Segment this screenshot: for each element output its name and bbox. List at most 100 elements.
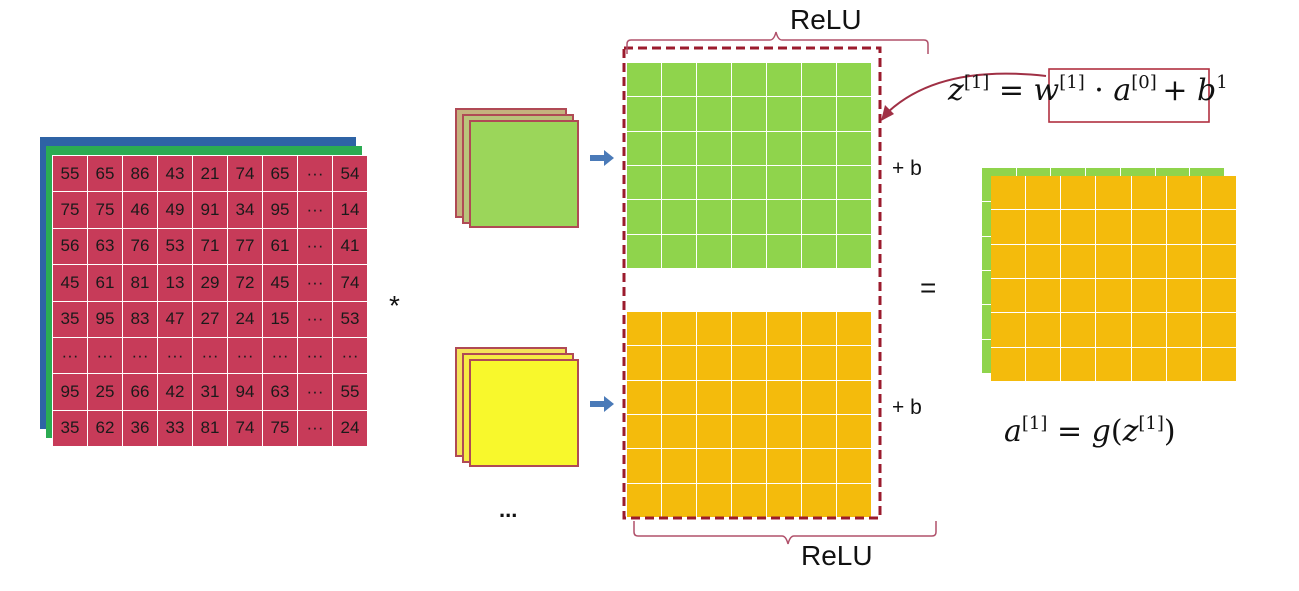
feature-map-cell [991, 244, 1027, 279]
feature-map-cell [991, 278, 1027, 314]
feature-map-cell [1026, 278, 1062, 314]
feature-map-cell [732, 63, 767, 98]
feature-map-cell [1061, 176, 1097, 211]
feature-map-cell [732, 346, 767, 381]
input-cell: ··· [227, 336, 263, 375]
feature-map-cell [767, 346, 802, 381]
feature-map-cell [802, 234, 837, 269]
feature-map-cell [1131, 210, 1167, 245]
filter-green-front [469, 120, 579, 228]
feature-map-cell [732, 97, 767, 132]
input-cell: 74 [332, 264, 368, 302]
feature-map-cell [1166, 313, 1202, 348]
feature-map-cell [662, 312, 697, 347]
input-cell: ··· [87, 336, 123, 375]
feature-map-cell [837, 234, 872, 269]
input-cell: 95 [52, 373, 88, 411]
input-cell: 74 [227, 154, 263, 193]
input-cell: 21 [192, 154, 228, 193]
input-cell: 45 [52, 264, 88, 302]
feature-map-cell [767, 414, 802, 450]
input-cell: 81 [192, 409, 228, 448]
feature-map-cell [837, 449, 872, 484]
eq-z-dot: · [1094, 73, 1104, 108]
input-cell: 94 [227, 373, 263, 411]
feature-map-cell [1166, 347, 1202, 382]
feature-map-cell [1061, 278, 1097, 314]
input-cell: 53 [332, 300, 368, 338]
bias-label-top: + b [892, 157, 922, 180]
feature-map-cell [1131, 313, 1167, 348]
feature-map-cell [732, 312, 767, 347]
feature-map-cell [767, 200, 802, 235]
equation-a: a[1] = g(z[1]) [1004, 413, 1176, 449]
input-cell: 15 [262, 300, 298, 338]
input-cell: 72 [227, 264, 263, 302]
feature-map-cell [837, 346, 872, 381]
input-cell: 81 [122, 264, 158, 302]
feature-map-cell [1026, 244, 1062, 279]
input-cell: ··· [297, 300, 333, 338]
feature-map-cell [697, 131, 732, 166]
input-cell: 42 [157, 373, 193, 411]
feature-map-cell [1026, 210, 1062, 245]
equals-sign: = [920, 272, 937, 303]
arrow-bottom-shaft [590, 401, 604, 407]
feature-map-cell [662, 63, 697, 98]
bias-label-bottom: + b [892, 396, 922, 419]
feature-map-cell [837, 63, 872, 98]
feature-map-cell [802, 414, 837, 450]
input-cell: ··· [297, 191, 333, 229]
feature-map-cell [662, 131, 697, 166]
feature-map-cell [1201, 347, 1237, 382]
weight-highlight-box [1048, 68, 1210, 123]
input-cell: 36 [122, 409, 158, 448]
eq-z-a: a [1113, 73, 1132, 108]
input-cell: 35 [52, 409, 88, 448]
relu-dashed-box [622, 46, 882, 520]
equation-z: z[1] = w[1] · a[0] + b1 [948, 72, 1228, 108]
feature-map-cell [1131, 244, 1167, 279]
input-cell: 24 [227, 300, 263, 338]
feature-map-cell [837, 483, 872, 518]
relu-bottom-brace [633, 521, 937, 545]
input-cell: 62 [87, 409, 123, 448]
feature-map-cell [662, 346, 697, 381]
relu-top-brace [626, 31, 929, 54]
feature-map-cell [837, 131, 872, 166]
feature-map-cell [802, 449, 837, 484]
feature-map-cell [1061, 347, 1097, 382]
input-cell: ··· [262, 336, 298, 375]
input-cell: 49 [157, 191, 193, 229]
eq-a-z: z [1122, 414, 1139, 449]
feature-map-cell [1166, 176, 1202, 211]
feature-map-cell [627, 165, 662, 201]
feature-map-cell [662, 165, 697, 201]
eq-z-w-sup: [1] [1059, 72, 1085, 93]
input-cell: 95 [262, 191, 298, 229]
feature-map-cell [767, 97, 802, 132]
feature-map-cell [767, 165, 802, 201]
eq-z-lhs-sup: [1] [963, 72, 990, 93]
feature-map-cell [627, 97, 662, 132]
input-cell: 75 [262, 409, 298, 448]
feature-map-cell [627, 131, 662, 166]
input-cell: 54 [332, 154, 368, 193]
feature-map-green [627, 63, 872, 269]
feature-map-cell [697, 234, 732, 269]
feature-map-cell [1096, 176, 1132, 211]
feature-map-cell [697, 312, 732, 347]
feature-map-cell [732, 449, 767, 484]
feature-map-cell [802, 200, 837, 235]
input-cell: ··· [297, 154, 333, 193]
feature-map-cell [767, 63, 802, 98]
feature-map-cell [837, 97, 872, 132]
feature-map-cell [627, 63, 662, 98]
feature-map-cell [802, 380, 837, 415]
feature-map-cell [1096, 244, 1132, 279]
input-cell: 66 [122, 373, 158, 411]
relu-label-bottom: ReLU [801, 540, 873, 571]
arrow-top-icon [604, 150, 614, 166]
feature-map-cell [697, 97, 732, 132]
